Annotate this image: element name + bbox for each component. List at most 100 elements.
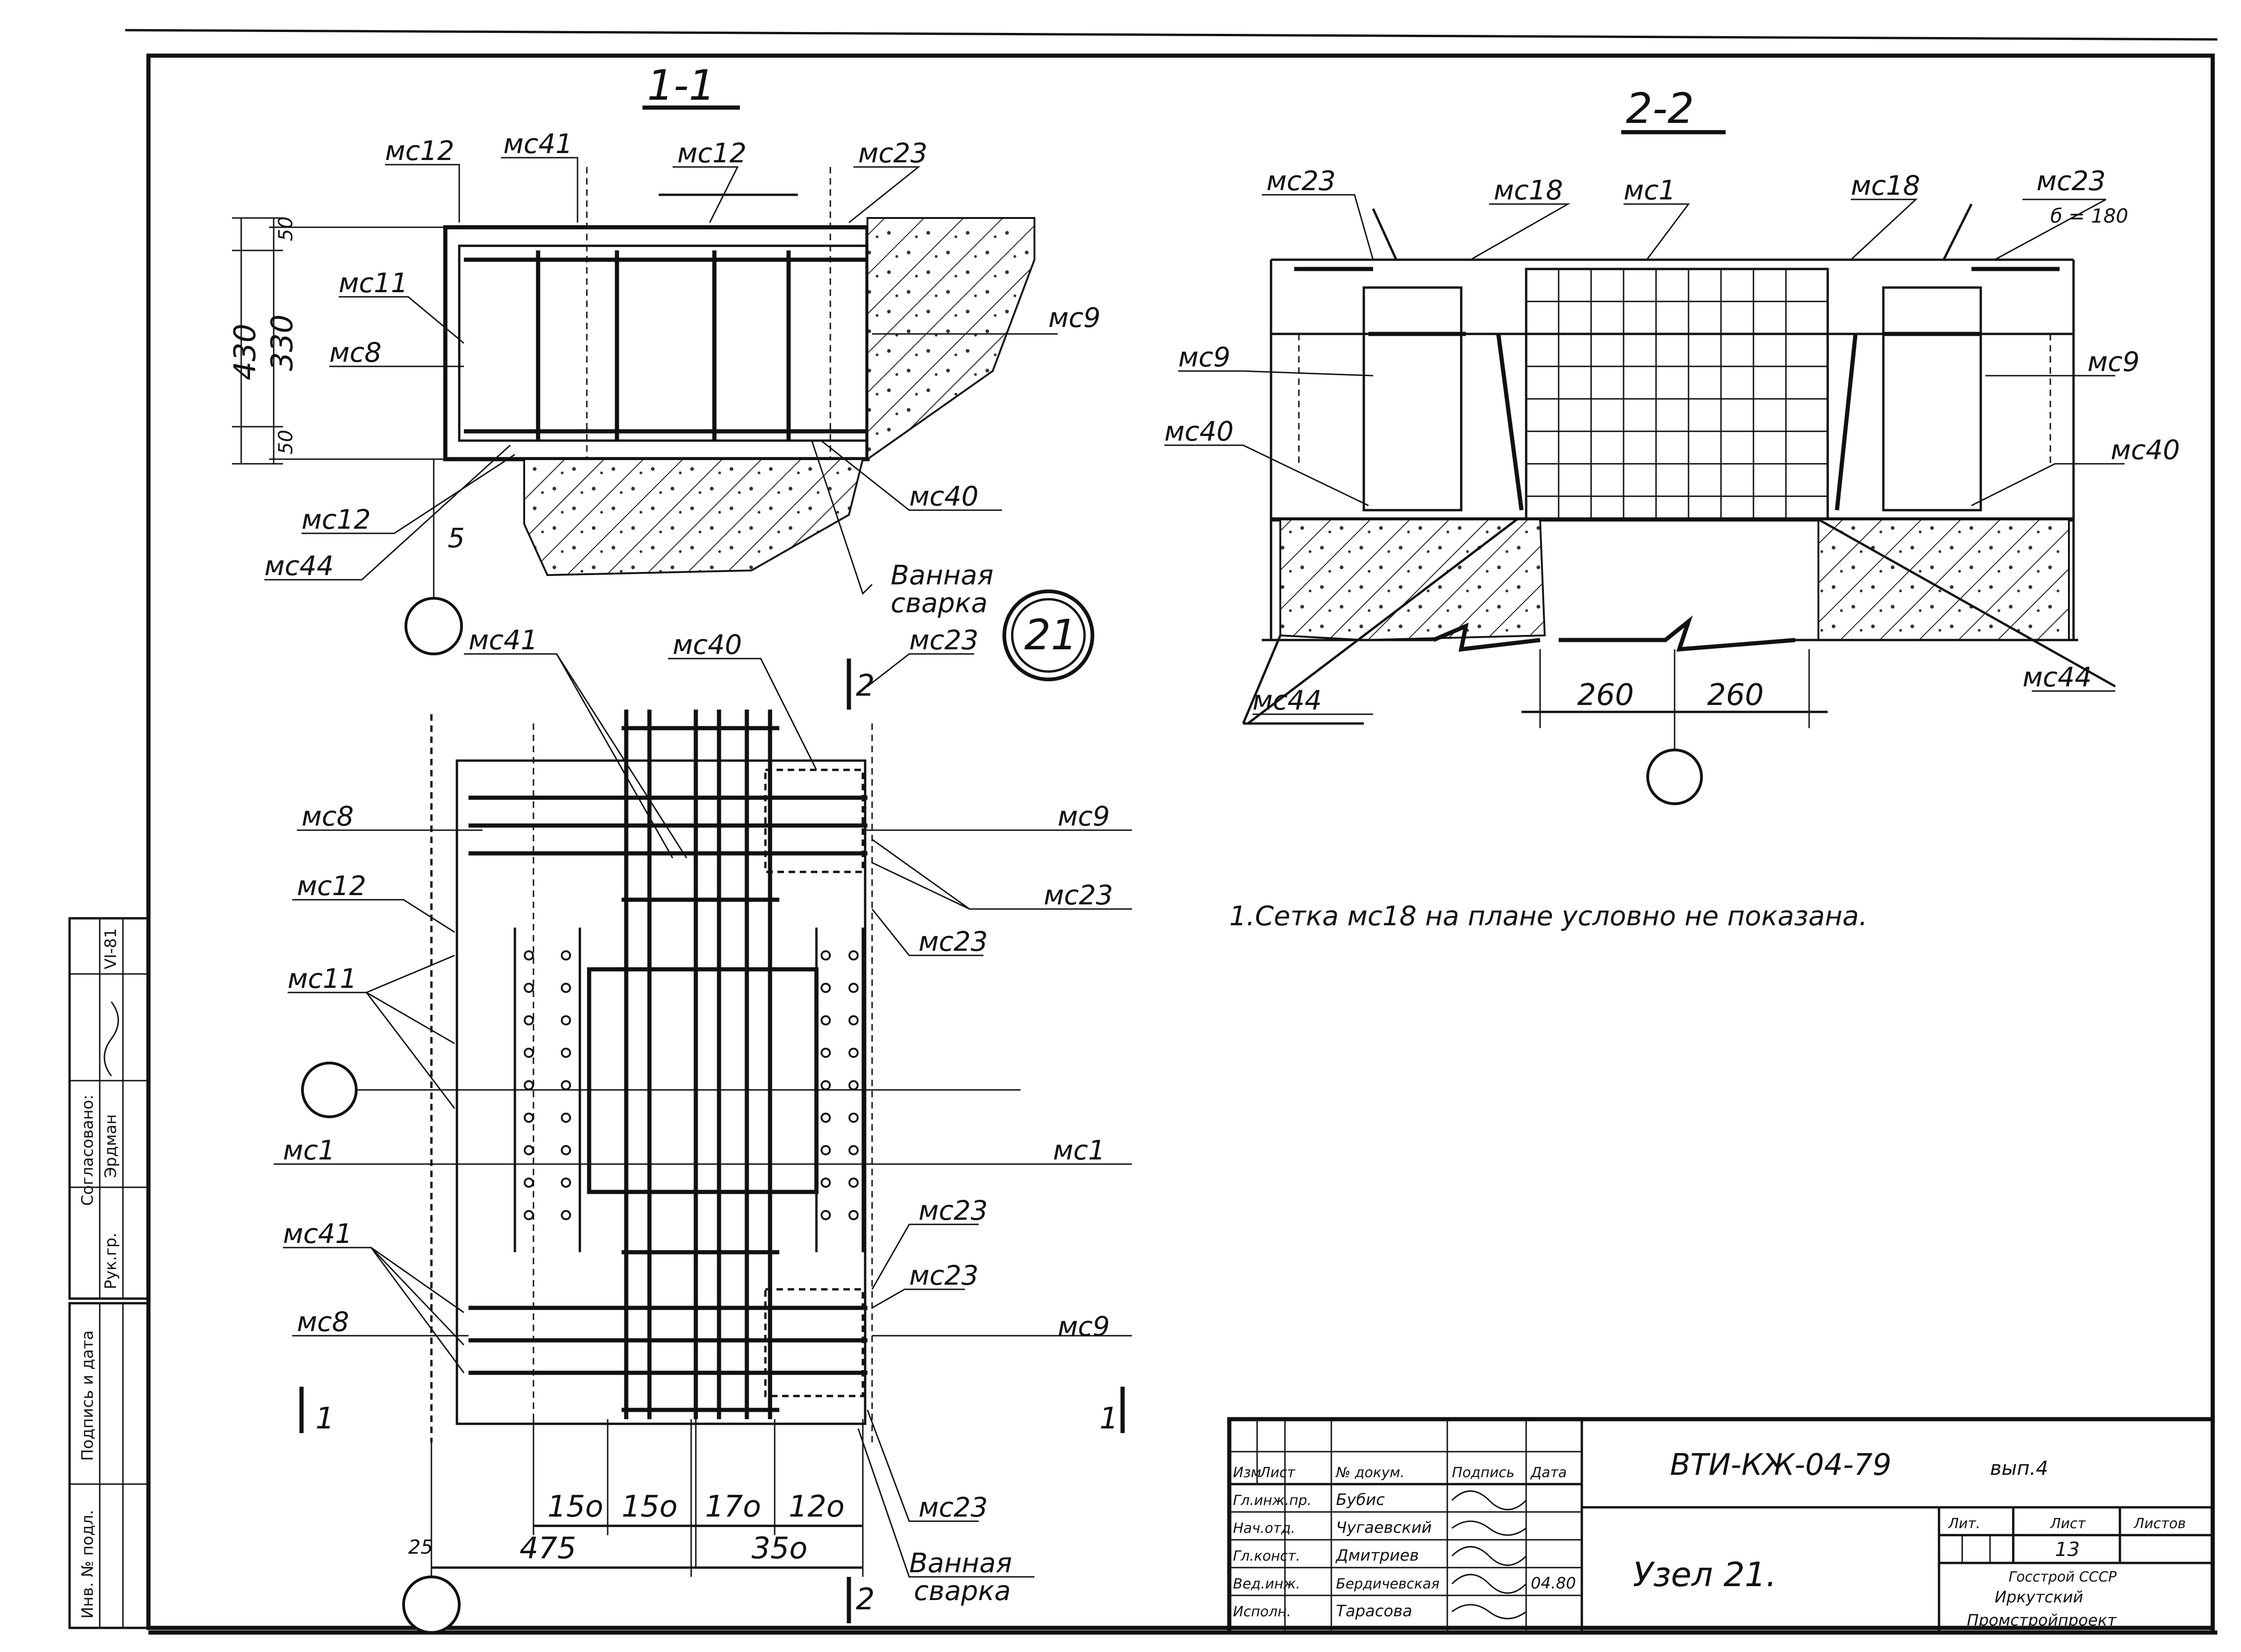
weld-note-1-1-line2: сварка <box>891 587 988 619</box>
tb-org-3: Промстройпроект <box>1967 1611 2117 1630</box>
pin-row-left <box>524 950 571 1220</box>
tb-name-5: Тарасова <box>1336 1602 1412 1620</box>
tb-role-1: Гл.инж.пр. <box>1233 1492 1311 1509</box>
mesh-ms1 <box>1525 268 1829 521</box>
label-2-2-ms40-left: мс40 <box>1164 416 1233 447</box>
label-plan-ms9-bottom: мс9 <box>1058 1311 1110 1342</box>
label-plan-ms40: мс40 <box>673 629 742 660</box>
tb-header-doc: № докум. <box>1335 1465 1405 1481</box>
dim-430: 430 <box>228 324 263 380</box>
axis-bubble-plan-bottom <box>402 1575 461 1634</box>
section-2-2-title: 2-2 <box>1626 84 1694 133</box>
label-1-1-ms11: мс11 <box>339 267 408 299</box>
stamp-title: Согласовано: <box>78 1095 97 1206</box>
label-1-1-ms40: мс40 <box>909 480 978 512</box>
label-plan-ms23-b: мс23 <box>1044 879 1113 911</box>
label-1-1-ms12-mid: мс12 <box>677 137 746 169</box>
dim-150-a: 15о <box>547 1490 604 1524</box>
label-2-2-ms9-left: мс9 <box>1178 341 1231 373</box>
label-2-2-ms9-right: мс9 <box>2087 346 2140 378</box>
node-badge: 21 <box>1002 589 1094 681</box>
node-badge-number: 21 <box>1024 611 1078 660</box>
label-1-1-ms9: мс9 <box>1048 302 1101 333</box>
signature-4 <box>1451 1574 1527 1594</box>
signature-5 <box>1451 1604 1527 1620</box>
tb-role-5: Исполн. <box>1233 1604 1291 1620</box>
dim-260-left: 260 <box>1577 678 1634 712</box>
section-2-2: 2-2 <box>1164 84 2180 805</box>
dim-475: 475 <box>520 1531 576 1566</box>
tb-header-izm: Изм <box>1233 1465 1261 1481</box>
label-1-1-ms41: мс41 <box>503 128 572 160</box>
label-plan-ms8-top: мс8 <box>302 800 354 832</box>
tb-header-list: Лист <box>1259 1465 1296 1481</box>
stamp-date: VI-81 <box>102 928 120 969</box>
dim-120: 12о <box>789 1490 845 1524</box>
axis-bubble-plan-left <box>301 1062 358 1118</box>
label-plan-ms23-d: мс23 <box>918 1195 988 1226</box>
cut-mark-1-left: 1 <box>315 1402 334 1436</box>
label-plan-ms23-c: мс23 <box>918 926 988 957</box>
weld-note-plan-line2: сварка <box>914 1575 1011 1607</box>
label-1-1-ms12-top: мс12 <box>385 135 454 166</box>
axis-bubble-2-2 <box>1646 749 1703 805</box>
section-1-1: 1-1 430 330 50 50 <box>228 61 1101 655</box>
pin-row-right <box>821 950 859 1220</box>
stamp-sign-date-label: Подпись и дата <box>78 1330 97 1461</box>
section-1-1-title: 1-1 <box>647 61 715 110</box>
plan-view: 1 1 2 2 15о 15о 17о 12о 475 35о 25 <box>274 624 1132 1634</box>
dim-350: 35о <box>751 1531 808 1566</box>
tb-col-sheet: Лист <box>2050 1516 2087 1532</box>
label-2-2-ms1: мс1 <box>1624 174 1676 206</box>
label-2-2-ms23-right: мс23 <box>2036 165 2106 197</box>
signature-2 <box>1451 1520 1527 1536</box>
tb-role-3: Гл.конст. <box>1233 1548 1300 1564</box>
label-plan-ms41-top: мс41 <box>469 624 538 656</box>
stamp-inv-label: Инв. № подл. <box>78 1510 97 1619</box>
dim-50-top: 50 <box>274 217 297 241</box>
weld-note-plan-line1: Ванная <box>909 1547 1012 1579</box>
dim-note-2-2: б = 180 <box>2050 205 2128 227</box>
label-plan-ms11: мс11 <box>288 963 357 994</box>
stamp-name: Эрдман <box>102 1114 120 1178</box>
signature-3 <box>1451 1546 1527 1566</box>
tb-col-sheets: Листов <box>2133 1516 2186 1532</box>
dim-25: 25 <box>408 1536 433 1558</box>
label-2-2-ms18-left: мс18 <box>1494 174 1563 206</box>
label-plan-ms23-f: мс23 <box>918 1492 988 1523</box>
tb-col-lit: Лит. <box>1948 1516 1980 1532</box>
tb-code: ВТИ-КЖ-04-79 <box>1670 1448 1891 1482</box>
label-plan-ms23-top: мс23 <box>909 624 978 656</box>
title-block: Изм Лист № докум. Подпись Дата Гл.инж.пр… <box>1227 1417 2215 1635</box>
tb-name-2: Чугаевский <box>1336 1518 1432 1537</box>
drawing-note: 1.Сетка мс18 на плане условно не показан… <box>1229 900 1868 932</box>
side-stamp: Согласовано: Рук.гр. Эрдман VI-81 Инв. №… <box>68 917 150 1629</box>
dim-150-b: 15о <box>622 1490 678 1524</box>
tb-header-date: Дата <box>1530 1465 1567 1481</box>
cut-mark-2-top: 2 <box>856 669 875 703</box>
stamp-signature <box>103 1001 119 1076</box>
label-2-2-ms44-left: мс44 <box>1252 685 1322 716</box>
cut-mark-2-bottom: 2 <box>856 1582 875 1617</box>
dim-330: 330 <box>265 314 300 371</box>
label-2-2-ms23-left: мс23 <box>1266 165 1336 197</box>
dim-170: 17о <box>705 1490 761 1524</box>
tb-header-sign: Подпись <box>1452 1465 1515 1481</box>
tb-name-4: Бердичевская <box>1336 1576 1439 1592</box>
tb-name-3: Дмитриев <box>1335 1546 1419 1565</box>
cut-mark-1-right: 1 <box>1099 1402 1118 1436</box>
weld-note-1-1-line1: Ванная <box>891 559 994 591</box>
label-2-2-ms40-right: мс40 <box>2111 434 2180 466</box>
label-plan-ms1-left: мс1 <box>283 1134 335 1166</box>
dim-260-right: 260 <box>1707 678 1764 712</box>
label-1-1-ms44: мс44 <box>264 550 334 582</box>
dim-50-bottom: 50 <box>274 430 297 455</box>
label-1-1-ms8: мс8 <box>329 337 382 368</box>
tb-role-2: Нач.отд. <box>1233 1520 1295 1537</box>
label-2-2-ms44-right: мс44 <box>2023 661 2092 693</box>
sheet-frame <box>125 29 2218 1635</box>
tb-org-2: Иркутский <box>1995 1588 2083 1607</box>
tb-sheet-no: 13 <box>2055 1538 2080 1561</box>
label-plan-ms1-right: мс1 <box>1053 1134 1105 1166</box>
